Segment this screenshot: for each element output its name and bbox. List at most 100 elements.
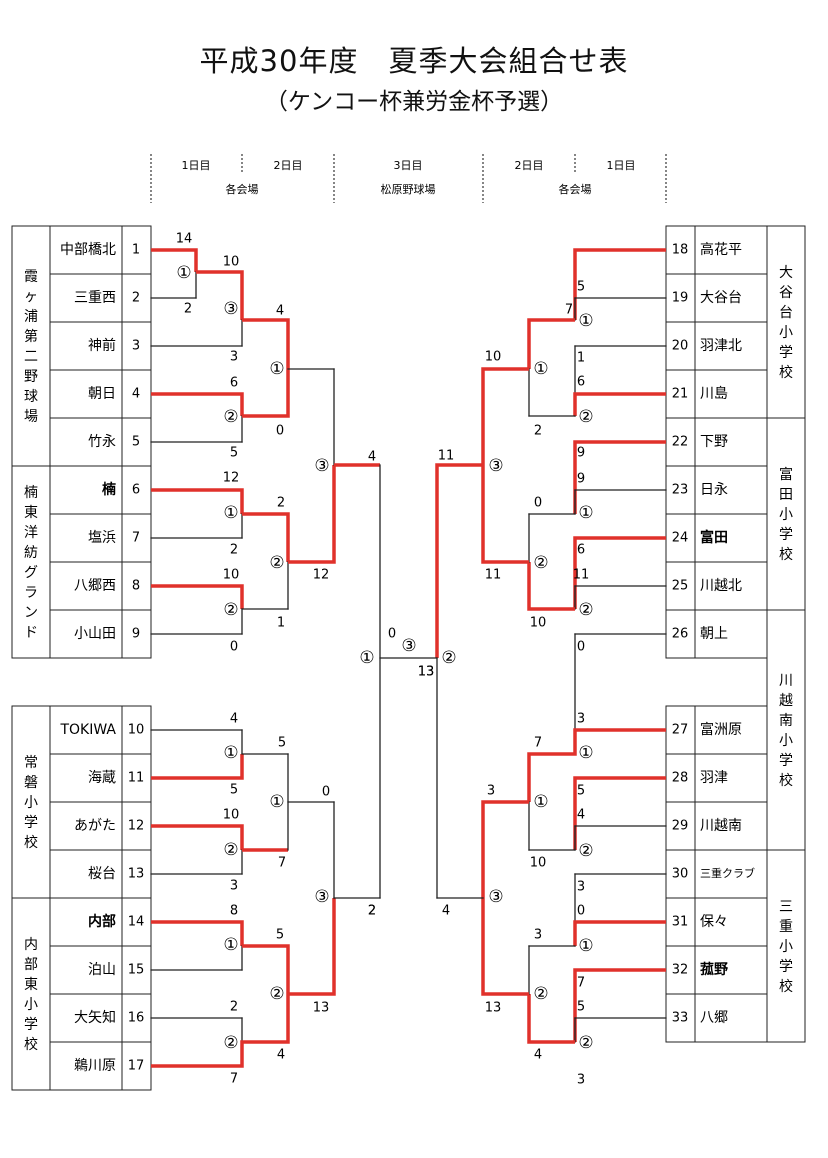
score-label: 5 (577, 280, 585, 295)
team-number: 14 (128, 915, 145, 930)
venue-name: 三重小学校 (779, 899, 793, 995)
score-label: 3 (577, 712, 585, 727)
score-label: 2 (277, 496, 285, 511)
bracket-line (573, 968, 666, 1042)
score-label: 2 (230, 543, 238, 558)
team-number: 15 (128, 963, 145, 978)
game-mark: ② (223, 840, 238, 860)
bracket-line (151, 994, 290, 1068)
game-mark: ② (578, 841, 593, 861)
team-name: 桜台 (88, 866, 116, 882)
team-number: 25 (672, 579, 689, 594)
team-name: 富田 (700, 529, 728, 546)
score-label: 10 (530, 856, 547, 871)
bracket-line (242, 944, 290, 994)
team-number: 10 (128, 723, 145, 738)
team-number: 7 (132, 531, 140, 546)
bracket-line (151, 754, 244, 780)
bracket-line (151, 584, 244, 609)
score-label: 0 (322, 785, 330, 800)
team-name: 下野 (700, 434, 728, 450)
bracket-line (242, 369, 290, 418)
team-name: 三重西 (74, 290, 116, 306)
score-label: 12 (223, 471, 240, 486)
header-venue: 各会場 (559, 182, 592, 196)
header-day2: 2日目 (274, 159, 303, 172)
team-name: 川越北 (700, 578, 742, 594)
header-venue-final: 松原野球場 (381, 182, 436, 196)
venue-cell (766, 609, 806, 851)
team-name: 泊山 (88, 962, 116, 978)
bracket-line (196, 270, 244, 320)
team-name: 竹永 (88, 434, 116, 450)
bracket-line (242, 512, 290, 562)
team-number: 24 (672, 531, 689, 546)
bracket-line (242, 318, 290, 369)
team-name: 小山田 (74, 626, 116, 642)
bracket-line (481, 465, 529, 564)
venue-name: 霞ヶ浦第二野球場 (24, 269, 38, 425)
score-label: 2 (368, 904, 376, 919)
team-name: 羽津 (700, 770, 728, 786)
bracket-line (527, 728, 666, 802)
game-mark: ② (578, 407, 593, 427)
score-label: 1 (277, 616, 285, 631)
score-label: 3 (230, 879, 238, 894)
team-number: 30 (672, 867, 689, 882)
bracket-line (573, 392, 666, 416)
game-mark: ③ (223, 299, 238, 319)
venue-name: 楠東洋紡グランド (24, 485, 38, 641)
score-label: 13 (418, 665, 435, 680)
score-label: 4 (368, 450, 376, 465)
score-label: 5 (278, 736, 286, 751)
score-label: 5 (276, 928, 284, 943)
bracket-line (573, 776, 666, 850)
score-label: 10 (223, 255, 240, 270)
team-name: 海蔵 (88, 770, 116, 786)
score-label: 4 (577, 808, 585, 823)
game-mark: ③ (488, 456, 503, 476)
venue-cell (766, 849, 806, 1043)
team-number: 17 (128, 1059, 145, 1074)
team-number: 6 (132, 483, 140, 498)
score-label: 11 (573, 568, 590, 583)
bracket-line (481, 367, 529, 465)
score-label: 5 (577, 784, 585, 799)
score-label: 0 (276, 424, 284, 439)
team-number: 21 (672, 387, 689, 402)
score-label: 2 (534, 424, 542, 439)
team-name: 八郷 (700, 1010, 728, 1026)
venue-cell (11, 225, 51, 467)
team-name: 神前 (88, 337, 116, 354)
game-mark: ① (359, 648, 374, 668)
team-number: 33 (672, 1011, 689, 1026)
game-mark: ① (176, 263, 191, 283)
score-label: 11 (485, 568, 502, 583)
score-label: 2 (368, 904, 376, 919)
team-number: 16 (128, 1011, 145, 1026)
game-mark: ① (269, 359, 284, 379)
team-name: 大谷台 (700, 290, 742, 306)
score-label: 5 (577, 1000, 585, 1015)
bracket-line (527, 994, 575, 1044)
score-label: 7 (534, 736, 542, 751)
team-name: 朝上 (700, 626, 728, 642)
team-name: 保々 (700, 914, 728, 930)
team-name: TOKIWA (59, 722, 116, 738)
header-day3: 3日目 (394, 159, 423, 172)
team-name: 日永 (700, 482, 728, 498)
score-label: 0 (577, 904, 585, 919)
page-subtitle: （ケンコー杯兼労金杯予選） (264, 89, 564, 115)
score-label: 6 (577, 543, 585, 558)
team-name: 大矢知 (74, 1009, 116, 1026)
team-number: 11 (128, 771, 145, 786)
score-label: 3 (577, 880, 585, 895)
score-label: 8 (230, 904, 238, 919)
game-mark: ① (223, 743, 238, 763)
score-label: 13 (313, 1001, 330, 1016)
team-name: 菰野 (700, 961, 728, 978)
score-label: 7 (577, 976, 585, 991)
game-mark: ① (533, 359, 548, 379)
team-number: 22 (672, 435, 689, 450)
